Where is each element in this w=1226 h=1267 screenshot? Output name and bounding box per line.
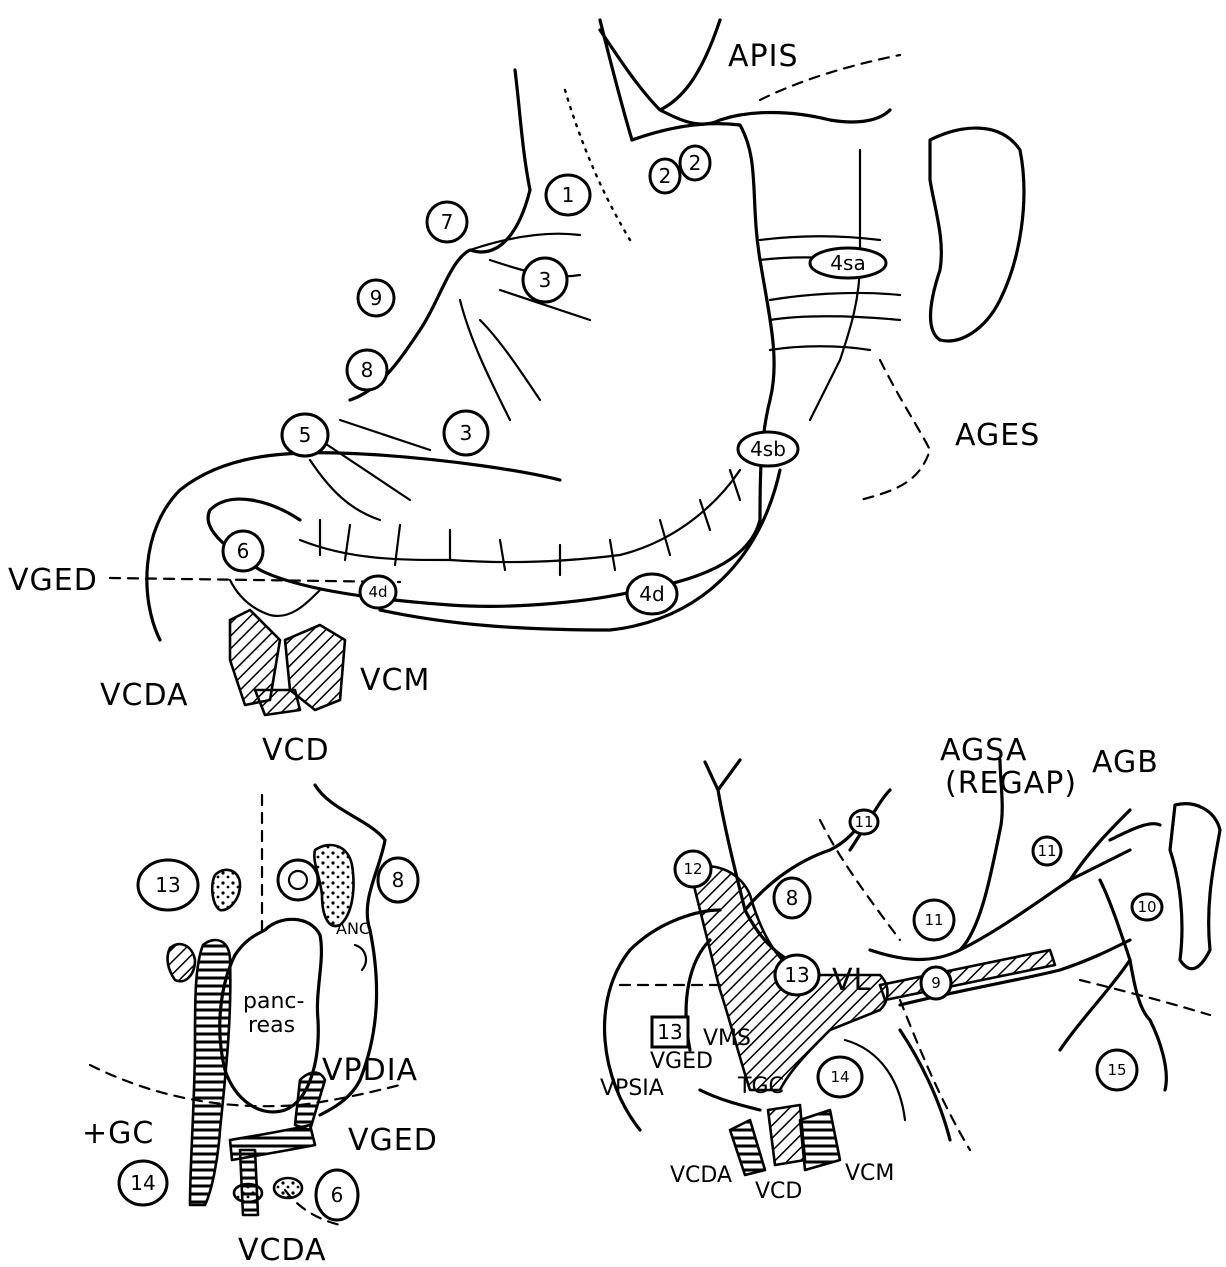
- label-vl: VL: [832, 963, 871, 998]
- vcm-vein-right: [800, 1110, 840, 1170]
- label-vcd-top: VCD: [262, 733, 330, 768]
- label-apis: APIS: [728, 39, 799, 74]
- node-13-left-label: 13: [155, 873, 180, 897]
- node-3a-label: 3: [539, 268, 552, 292]
- right-figure: [605, 760, 1220, 1175]
- label-vcd-right: VCD: [755, 1179, 802, 1204]
- node-6-top-label: 6: [237, 539, 250, 563]
- node-12-label: 12: [683, 860, 702, 878]
- label-tgc-left: +GC: [82, 1116, 154, 1151]
- node-14-right-label: 14: [830, 1068, 849, 1086]
- esophagus-midline: [565, 90, 630, 240]
- stomach-figure: [110, 20, 1024, 715]
- label-pancreas-1: panc-: [243, 989, 304, 1014]
- node-11-right-label: 11: [1037, 842, 1056, 860]
- label-anc: ANC: [336, 919, 370, 938]
- label-vms: VMS: [703, 1026, 751, 1051]
- label-vged-top: VGED: [8, 563, 98, 598]
- vcd-vein-top: [255, 690, 300, 715]
- label-regap: (REGAP): [945, 766, 1077, 801]
- node-anc: [278, 860, 318, 900]
- node-9-right-label: 9: [931, 974, 941, 992]
- label-agb: AGB: [1092, 745, 1159, 780]
- node-3b-label: 3: [460, 421, 473, 445]
- label-vcda-right: VCDA: [670, 1163, 732, 1188]
- vged-dashed-top: [110, 578, 400, 582]
- stomach-inner: [300, 470, 740, 562]
- label-vpdia: VPDIA: [322, 1053, 418, 1088]
- stippled-node-small: [274, 1178, 302, 1198]
- small-curl: [355, 945, 366, 970]
- label-ages: AGES: [955, 418, 1040, 453]
- label-vcda-top: VCDA: [100, 678, 189, 713]
- label-vged-left: VGED: [348, 1123, 438, 1158]
- node-2b-label: 2: [689, 151, 702, 175]
- stippled-node-15: [234, 1184, 262, 1202]
- node-8-label: 8: [361, 358, 374, 382]
- node-15-label: 15: [1107, 1061, 1126, 1079]
- spleen: [930, 128, 1024, 341]
- left-gastric-branches: [460, 234, 590, 420]
- label-agsa: AGSA: [940, 733, 1027, 768]
- node-10-label: 10: [1137, 898, 1156, 916]
- node-5-label: 5: [299, 423, 312, 447]
- splenic-artery-branch: [810, 150, 860, 420]
- label-vcda-left: VCDA: [238, 1233, 327, 1267]
- node-4sa-label: 4sa: [830, 251, 865, 275]
- label-vcm-top: VCM: [360, 663, 430, 698]
- gastroepiploic-arcade: [147, 453, 560, 640]
- vcd-vein-right: [768, 1105, 805, 1165]
- vcda-vein-right: [730, 1120, 765, 1175]
- node-9-label: 9: [370, 286, 383, 310]
- node-4d-a-label: 4d: [368, 583, 387, 601]
- node-11-top-label: 11: [854, 813, 873, 831]
- stomach-nodes: 1 2 2 7 3 9 8 5 3 4sa 4sb 6 4d 4d: [223, 146, 886, 614]
- node-2a-label: 2: [659, 164, 672, 188]
- node-14-left-label: 14: [130, 1171, 155, 1195]
- node-4sb-label: 4sb: [750, 437, 786, 461]
- agb-branch: [1070, 810, 1160, 880]
- node-13-box-label: 13: [657, 1020, 682, 1044]
- node-7-label: 7: [441, 210, 454, 234]
- node-1-label: 1: [562, 183, 575, 207]
- node-8-left-label: 8: [392, 868, 405, 892]
- ages-dashed: [860, 360, 930, 500]
- node-4d-b-label: 4d: [639, 582, 664, 606]
- vein-column-left: [190, 940, 230, 1205]
- esophagus-left-wall: [515, 70, 530, 190]
- stippled-node-13: [212, 870, 240, 910]
- vcda-vein-left: [240, 1150, 258, 1215]
- label-vged-right: VGED: [650, 1049, 713, 1074]
- label-tgc-right: TGC: [737, 1074, 784, 1099]
- right-pancreas-lower: [900, 1030, 950, 1140]
- node-11-mid-label: 11: [924, 911, 943, 929]
- dashed-right-1: [820, 820, 900, 940]
- dashed-right-2: [900, 1000, 970, 1150]
- spleen-right: [1170, 804, 1220, 969]
- label-vpsia: VPSIA: [600, 1076, 664, 1101]
- node-8-right-label: 8: [786, 886, 799, 910]
- stippled-node-upper: [314, 845, 353, 926]
- label-vcm-right: VCM: [845, 1161, 894, 1186]
- node-13-right-label: 13: [784, 963, 809, 987]
- node-6-left-label: 6: [331, 1183, 344, 1207]
- label-pancreas-2: reas: [248, 1013, 295, 1038]
- hatched-node-left: [168, 944, 195, 981]
